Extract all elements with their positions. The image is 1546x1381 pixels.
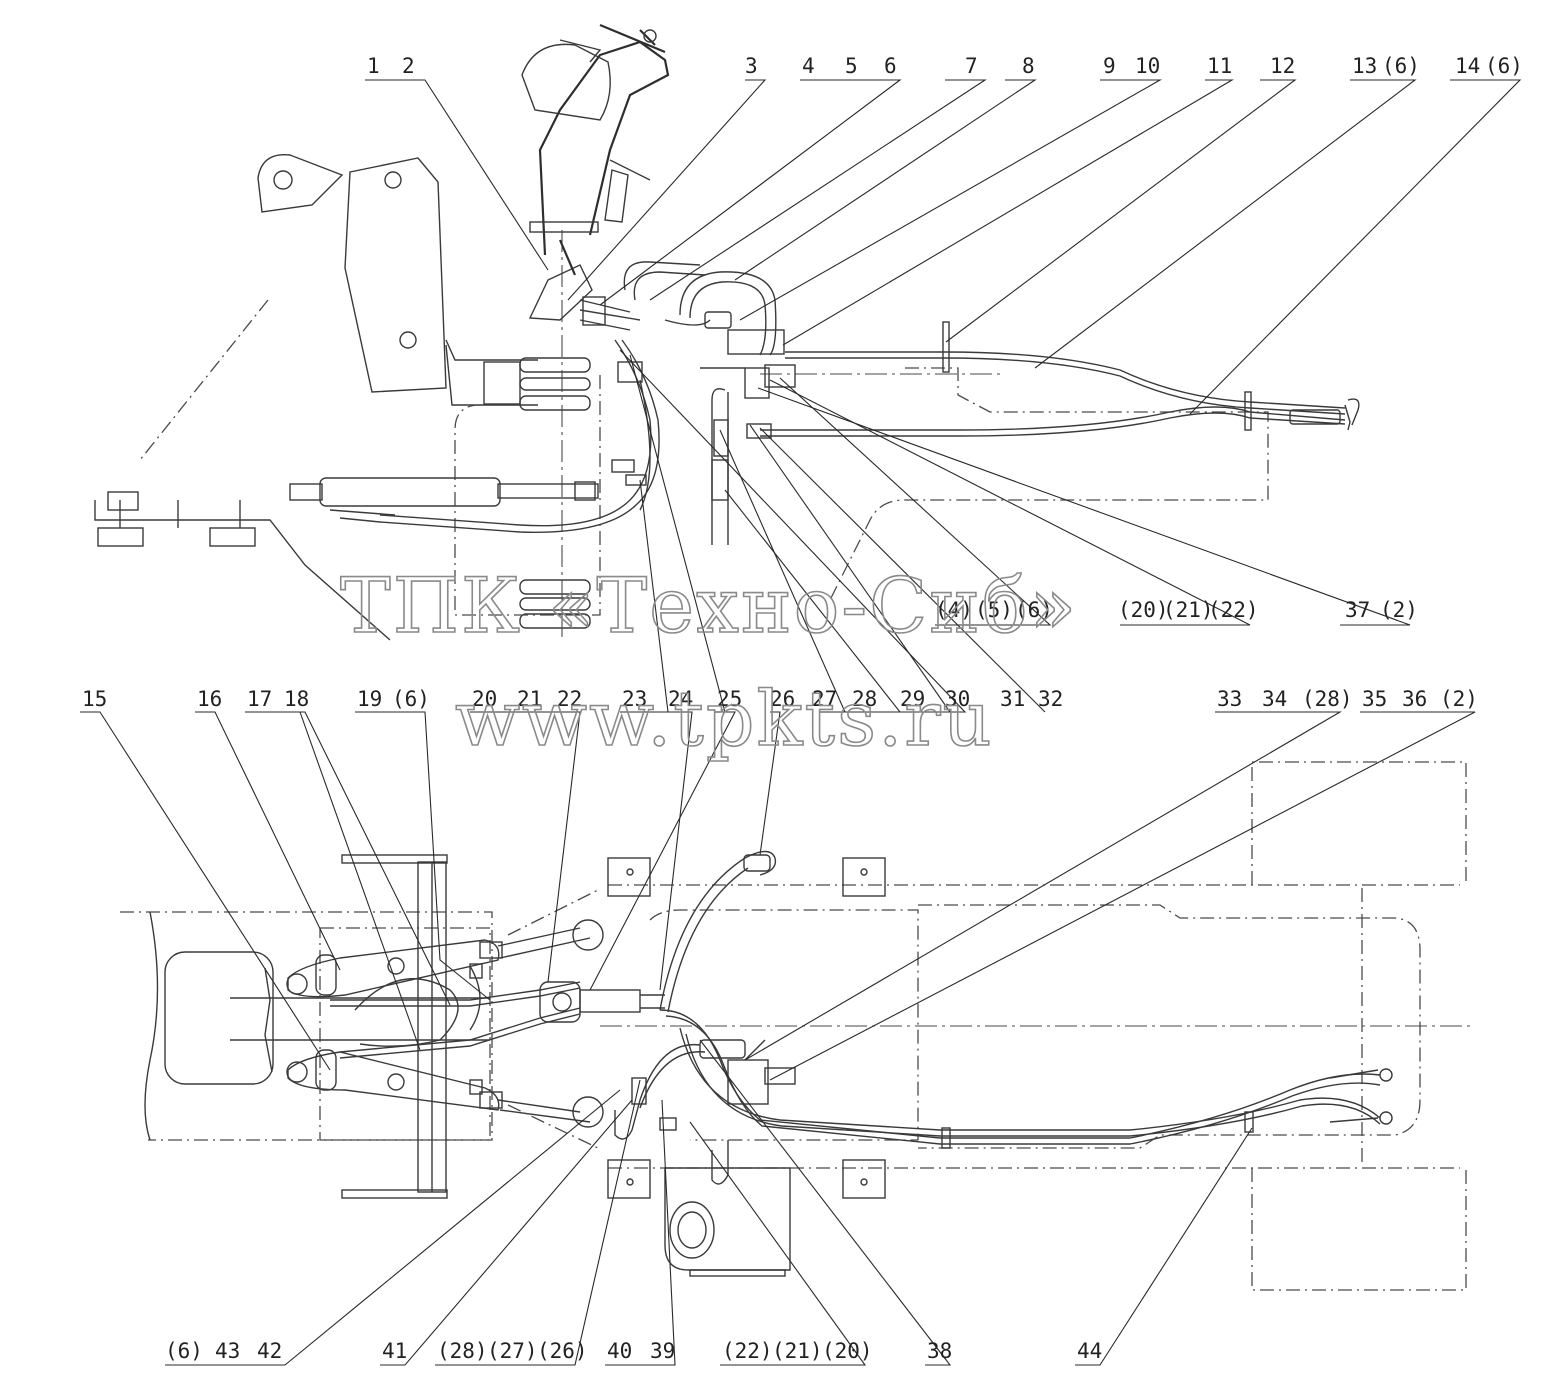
callout-13: 13 — [1352, 54, 1377, 78]
leader-lines — [80, 79, 1522, 1366]
callout-19: 19 — [357, 687, 382, 711]
callout-23: 23 — [622, 687, 647, 711]
callout-38: 38 — [927, 1339, 952, 1363]
callout-22: 22 — [557, 687, 582, 711]
right-cylinder — [287, 1051, 500, 1111]
callout-29: 29 — [900, 687, 925, 711]
callout-12: 12 — [1270, 54, 1295, 78]
watermark-company: ТПК «Техно-Сиб» — [340, 561, 1078, 650]
callout-25: 25 — [717, 687, 742, 711]
callout-11: 11 — [1207, 54, 1232, 78]
callout-ref-22: (22) — [1208, 598, 1259, 622]
callout-32: 32 — [1038, 687, 1063, 711]
callout-7: 7 — [965, 54, 978, 78]
callout-ref-5: (5) — [975, 598, 1013, 622]
callout-33: 33 — [1217, 687, 1242, 711]
steering-wheel-icon — [599, 23, 666, 54]
callout-14-qty: (6) — [1485, 54, 1523, 78]
callout-37-qty: (2) — [1380, 598, 1418, 622]
callout-35: 35 — [1362, 687, 1387, 711]
steering-column — [538, 40, 670, 256]
callout-1: 1 — [367, 54, 380, 78]
callout-27: 27 — [812, 687, 837, 711]
callout-17: 17 — [247, 687, 272, 711]
callout-labels: 1 2 3 4 5 6 7 8 9 10 11 12 13 (6) 14 (6)… — [82, 54, 1523, 1363]
hydraulic-tank — [664, 1167, 791, 1271]
hydraulic-cylinder — [319, 477, 501, 507]
callout-bottom-21: (21) — [772, 1339, 823, 1363]
callout-19-qty: (6) — [392, 687, 430, 711]
callout-10: 10 — [1135, 54, 1160, 78]
callout-4: 4 — [802, 54, 815, 78]
callout-36: 36 — [1402, 687, 1427, 711]
callout-28: 28 — [852, 687, 877, 711]
callout-bottom-6: (6) — [165, 1339, 203, 1363]
callout-ref-21: (21) — [1163, 598, 1214, 622]
bottom-pump — [727, 1059, 769, 1105]
pump — [727, 329, 785, 355]
callout-bottom-26: (26) — [537, 1339, 588, 1363]
watermark-url: www.tpkts.ru — [455, 674, 994, 763]
callout-bottom-28: (28) — [437, 1339, 488, 1363]
callout-13-qty: (6) — [1382, 54, 1420, 78]
callout-6: 6 — [884, 54, 897, 78]
callout-31: 31 — [1000, 687, 1025, 711]
callout-34-ref: (28) — [1302, 687, 1353, 711]
callout-ref-4: (4) — [935, 598, 973, 622]
callout-43: 43 — [215, 1339, 240, 1363]
frame-plate — [257, 154, 344, 213]
callout-18: 18 — [284, 687, 309, 711]
callout-41: 41 — [382, 1339, 407, 1363]
callout-15: 15 — [82, 687, 107, 711]
watermark: ТПК «Техно-Сиб» www.tpkts.ru — [339, 560, 1078, 764]
callout-2: 2 — [402, 54, 415, 78]
callout-34: 34 — [1262, 687, 1287, 711]
callout-21: 21 — [517, 687, 542, 711]
callout-14: 14 — [1455, 54, 1480, 78]
top-view — [94, 23, 1360, 641]
callout-24: 24 — [668, 687, 693, 711]
callout-3: 3 — [745, 54, 758, 78]
left-cylinder — [287, 939, 500, 998]
callout-bottom-27: (27) — [487, 1339, 538, 1363]
callout-bottom-22: (22) — [722, 1339, 773, 1363]
callout-ref-20: (20) — [1118, 598, 1169, 622]
side-bracket — [344, 157, 447, 393]
callout-42: 42 — [257, 1339, 282, 1363]
callout-8: 8 — [1022, 54, 1035, 78]
callout-37: 37 — [1345, 598, 1370, 622]
callout-16: 16 — [197, 687, 222, 711]
callout-20: 20 — [472, 687, 497, 711]
callout-39: 39 — [650, 1339, 675, 1363]
callout-ref-6: (6) — [1015, 598, 1053, 622]
callout-26: 26 — [770, 687, 795, 711]
callout-40: 40 — [607, 1339, 632, 1363]
callout-30: 30 — [945, 687, 970, 711]
callout-5: 5 — [845, 54, 858, 78]
callout-44: 44 — [1077, 1339, 1102, 1363]
bottom-view — [120, 761, 1475, 1291]
callout-36-qty: (2) — [1440, 687, 1478, 711]
callout-bottom-20: (20) — [822, 1339, 873, 1363]
callout-9: 9 — [1103, 54, 1116, 78]
